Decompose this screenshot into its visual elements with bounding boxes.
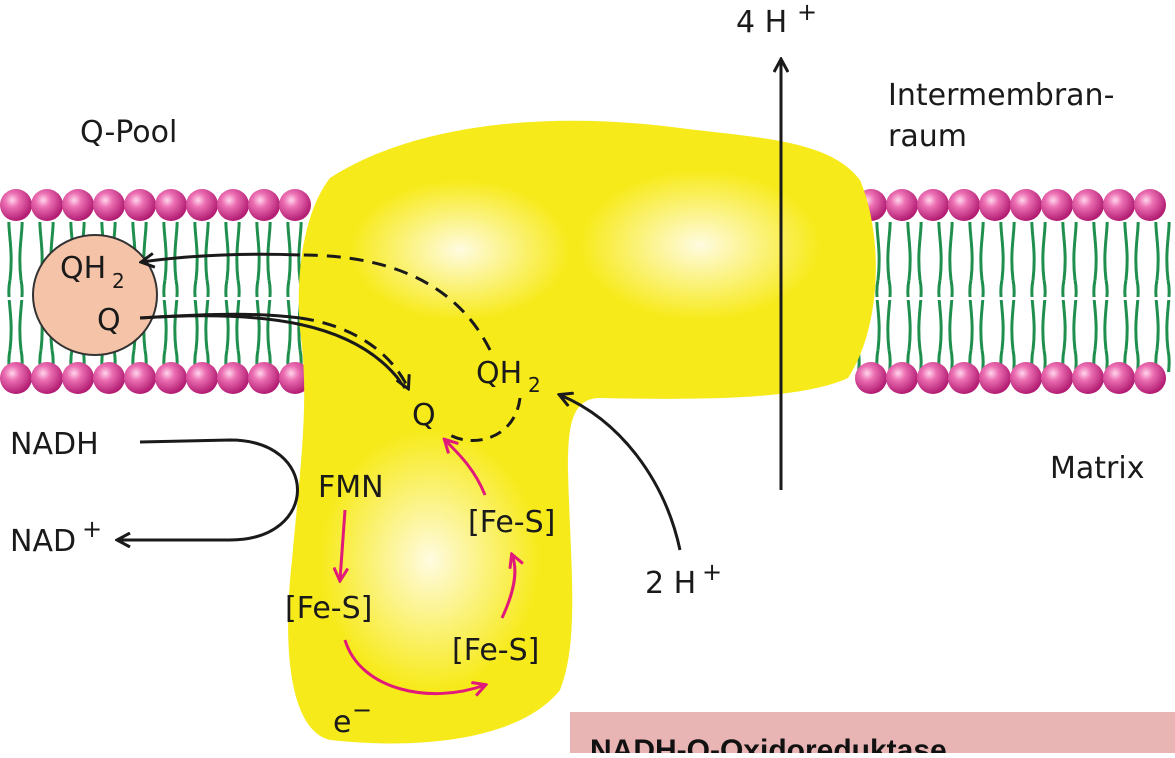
protons-out-label: 4 H (736, 5, 787, 40)
lipid-head (155, 362, 187, 394)
nadh-label: NADH (10, 427, 99, 462)
lipid-head (217, 189, 249, 221)
electron-path (340, 440, 515, 694)
nad-label: NAD (10, 524, 76, 559)
q-to-site-arrow (299, 316, 408, 388)
caption-title: NADH-Q-Oxidoreduktase (590, 734, 947, 753)
lipid-head (1134, 189, 1166, 221)
q-to-site-arrow-start (139, 312, 301, 320)
lipid-head (124, 362, 156, 394)
q-pool-label: Q-Pool (80, 115, 177, 150)
lipid-head (1103, 189, 1135, 221)
lipid-head (948, 189, 980, 221)
enzyme-complex (288, 120, 876, 744)
lipid-head (979, 189, 1011, 221)
q-reduction-dashed (444, 397, 522, 442)
intermembrane-label-line1: Intermembran- (888, 78, 1114, 113)
lipid-head (917, 189, 949, 221)
lipid-head (917, 362, 949, 394)
caption-box: NADH-Q-Oxidoreduktase (570, 712, 1175, 753)
q-pool-bubble (32, 234, 158, 356)
protons-out-sup: + (797, 0, 817, 26)
lipid-head (248, 362, 280, 394)
electron-label: e (333, 705, 351, 740)
lipid-head (1072, 189, 1104, 221)
lipid-head (155, 189, 187, 221)
lipid-head (1134, 362, 1166, 394)
protons-in-label: 2 H (645, 566, 696, 601)
lipid-head (886, 362, 918, 394)
protons-in-sup: + (702, 558, 722, 586)
lipid-head (1041, 189, 1073, 221)
lipid-head (979, 362, 1011, 394)
lipid-head (93, 362, 125, 394)
lipid-head (124, 189, 156, 221)
lipid-head (186, 362, 218, 394)
lipid-head (1010, 362, 1042, 394)
lipid-head (1103, 362, 1135, 394)
q-site-label: Q (412, 398, 436, 433)
nadh-oxidation-arrow (118, 438, 299, 540)
lipid-head (31, 362, 63, 394)
lipid-head (62, 362, 94, 394)
fes-cluster-1: [Fe-S] (285, 591, 372, 626)
lipid-head (1072, 362, 1104, 394)
lipid-head (886, 189, 918, 221)
proton-uptake-arrow (560, 395, 682, 551)
fes-cluster-top: [Fe-S] (468, 505, 555, 540)
qh2-release-arrow (142, 254, 301, 262)
lipid-head (93, 189, 125, 221)
fmn-label: FMN (318, 470, 384, 505)
lipid-head (0, 362, 32, 394)
qh2-site-sub: 2 (528, 373, 541, 397)
membrane-tails (0, 222, 1175, 372)
lipid-head (1041, 362, 1073, 394)
lipid-head (0, 189, 32, 221)
qh2-pool-sub: 2 (112, 269, 125, 293)
qh2-pool-label: QH (60, 251, 106, 286)
lipid-head (62, 189, 94, 221)
lipid-head (1010, 189, 1042, 221)
membrane-lipid-heads (0, 189, 1166, 394)
intermembrane-label-line2: raum (888, 119, 967, 154)
fes-cluster-3: [Fe-S] (452, 633, 539, 668)
electron-sup: − (352, 696, 372, 724)
qh2-release-dashed (299, 253, 492, 351)
lipid-head (31, 189, 63, 221)
lipid-head (217, 362, 249, 394)
lipid-head (855, 362, 887, 394)
matrix-label: Matrix (1050, 451, 1144, 486)
q-pool-q-label: Q (97, 303, 121, 338)
qh2-site-label: QH (476, 356, 522, 391)
lipid-head (248, 189, 280, 221)
lipid-head (279, 362, 311, 394)
lipid-head (279, 189, 311, 221)
lipid-head (948, 362, 980, 394)
nad-sup: + (82, 515, 102, 543)
lipid-head (186, 189, 218, 221)
